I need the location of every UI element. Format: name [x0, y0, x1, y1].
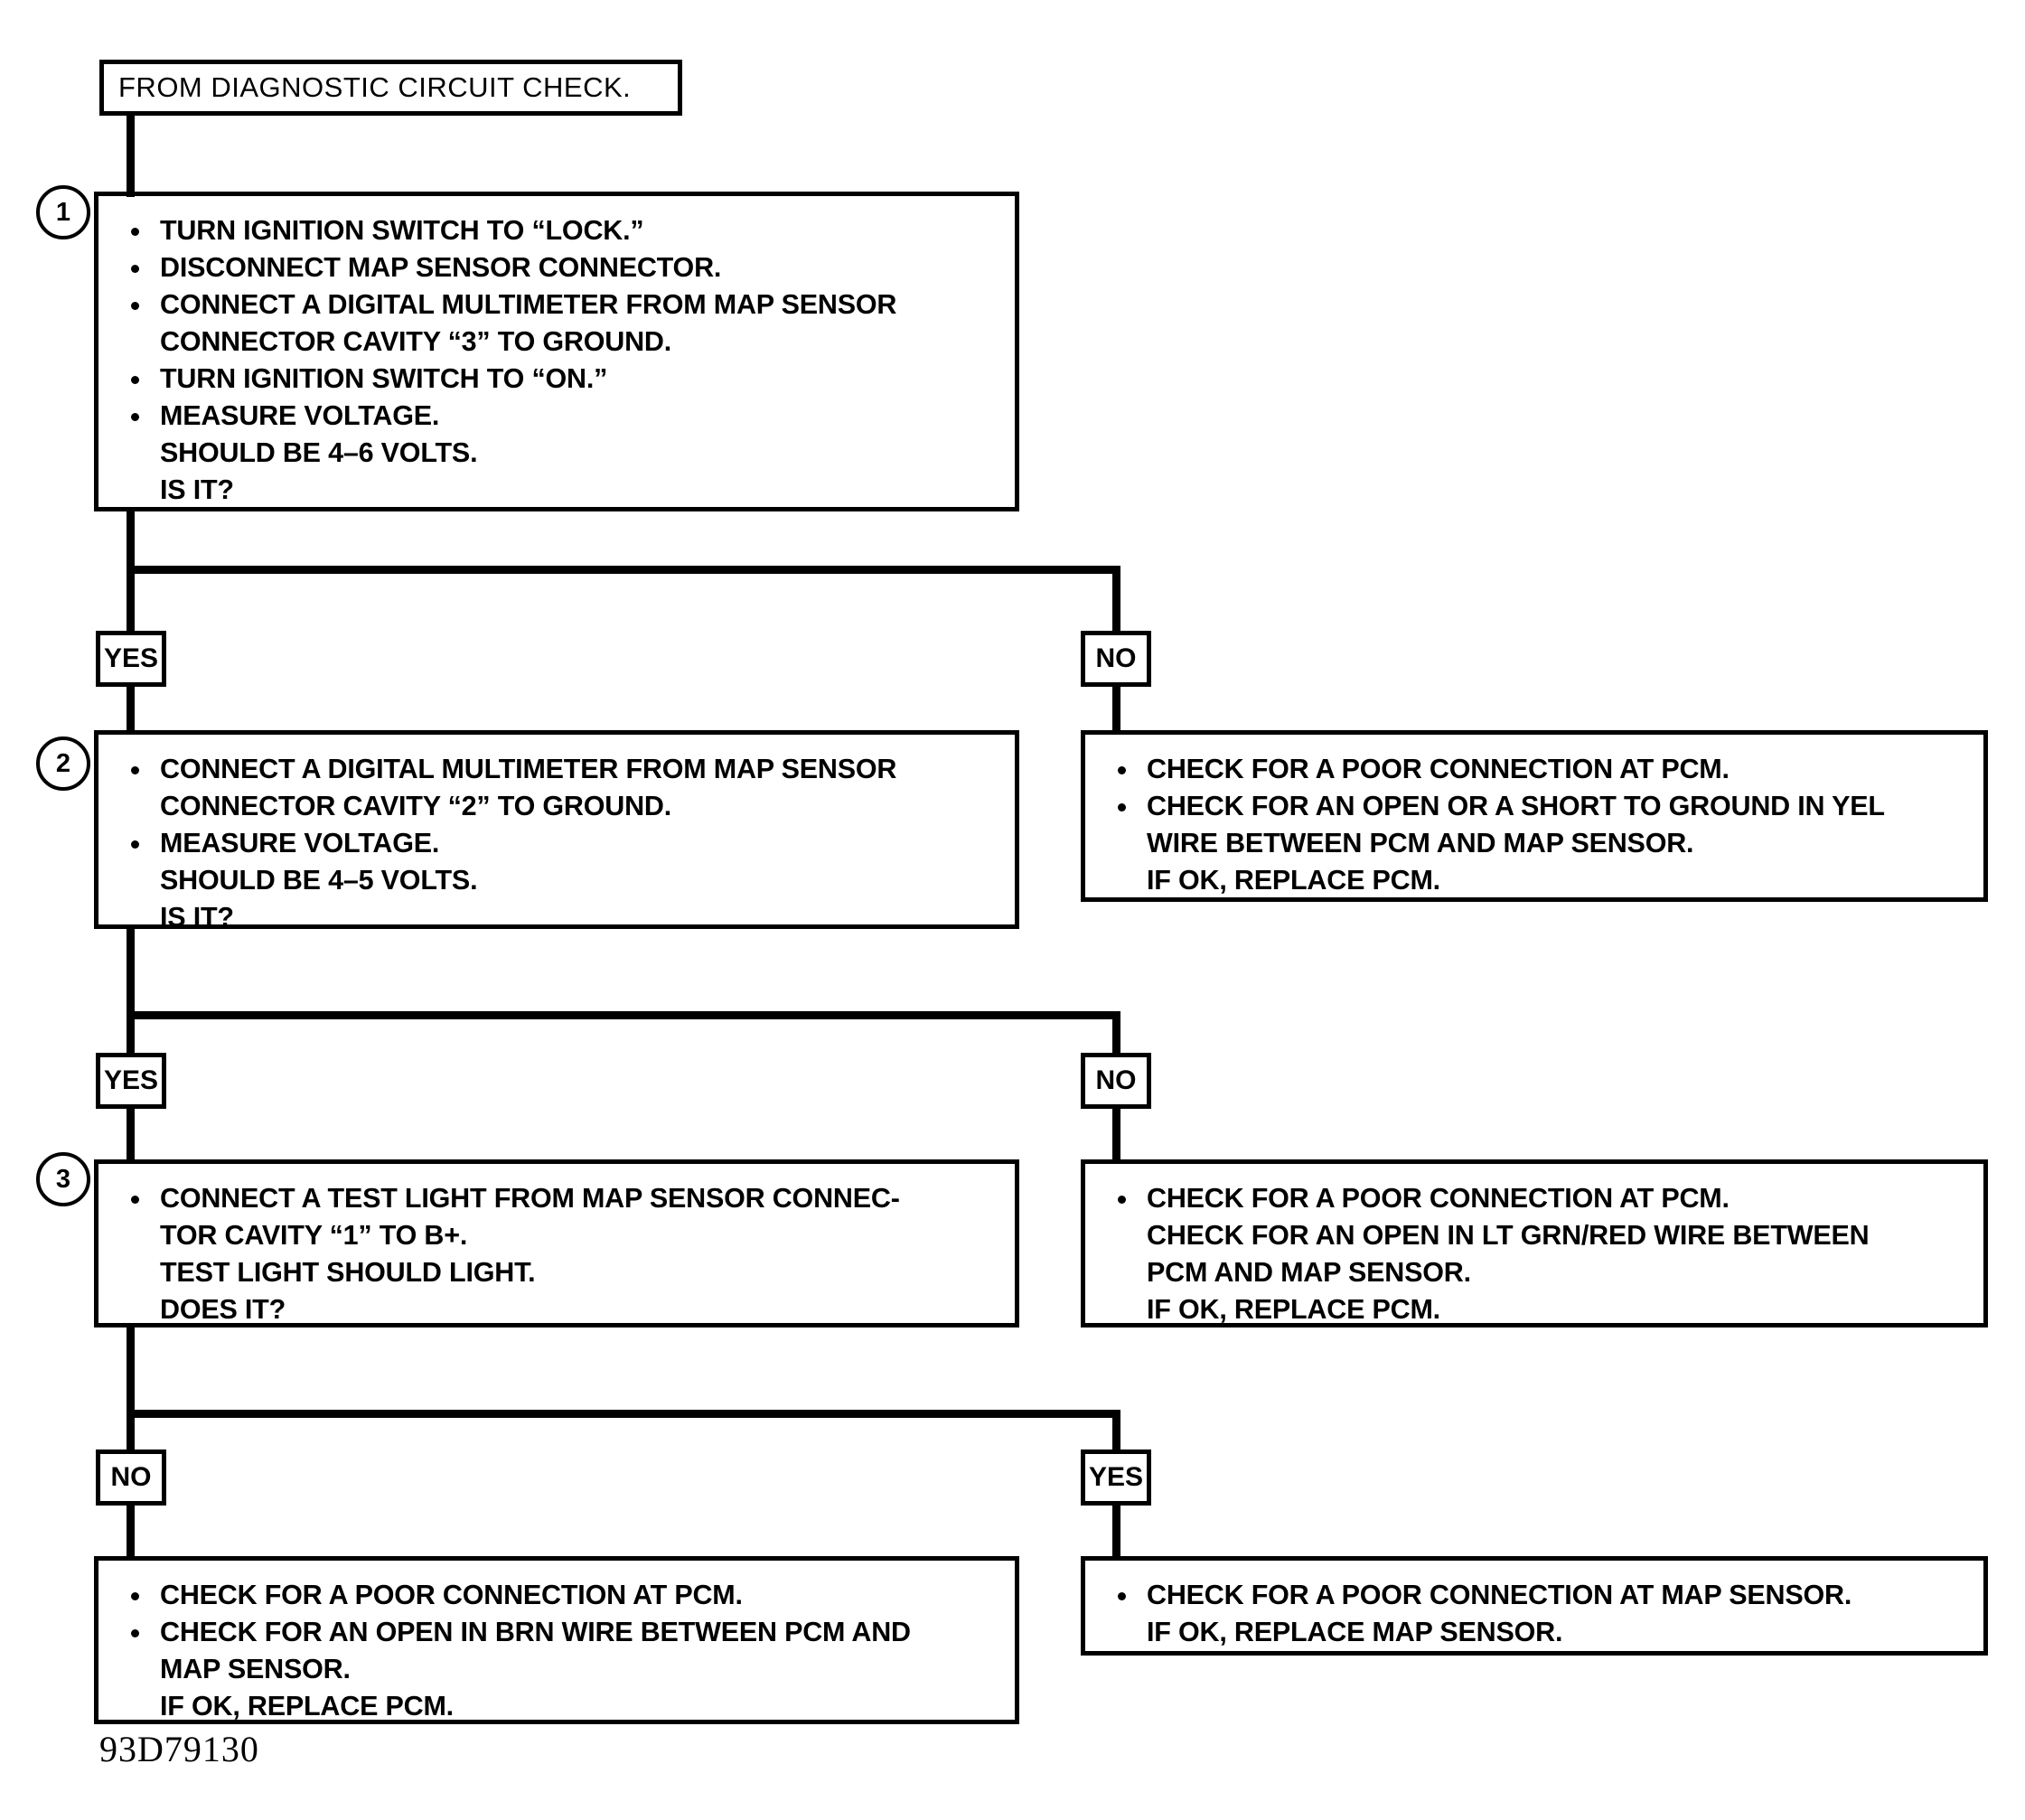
- text-line: TEST LIGHT SHOULD LIGHT.: [160, 1257, 536, 1288]
- step-3-box: CONNECT A TEST LIGHT FROM MAP SENSOR CON…: [94, 1159, 1019, 1327]
- connector-step2-no-down: [1112, 1011, 1120, 1080]
- branch-label-step2-yes-text: YES: [103, 1065, 159, 1095]
- connector-step3-yes-down: [1112, 1410, 1120, 1478]
- text-line: CONNECT A TEST LIGHT FROM MAP SENSOR CON…: [118, 1180, 1000, 1217]
- final-no-result-box: CHECK FOR A POOR CONNECTION AT PCM.CHECK…: [94, 1556, 1019, 1724]
- text-line: CONNECT A DIGITAL MULTIMETER FROM MAP SE…: [118, 286, 1000, 324]
- final-yes-result-box: CHECK FOR A POOR CONNECTION AT MAP SENSO…: [1081, 1556, 1988, 1656]
- text-line: IS IT?: [160, 474, 234, 505]
- step-3-lines: CONNECT A TEST LIGHT FROM MAP SENSOR CON…: [118, 1180, 1000, 1328]
- branch-label-step3-no: NO: [96, 1449, 166, 1506]
- connector-step3-yes-to-result: [1112, 1502, 1120, 1558]
- branch-label-step2-yes: YES: [96, 1053, 166, 1109]
- final-no-result-lines: CHECK FOR A POOR CONNECTION AT PCM.CHECK…: [118, 1577, 1000, 1725]
- text-line: WIRE BETWEEN PCM AND MAP SENSOR.: [1147, 828, 1694, 858]
- text-line: PCM AND MAP SENSOR.: [1147, 1257, 1471, 1288]
- step-3-no-result-box: CHECK FOR A POOR CONNECTION AT PCM.CHECK…: [1081, 1159, 1988, 1327]
- branch-label-step1-yes: YES: [96, 631, 166, 687]
- text-line: IF OK, REPLACE MAP SENSOR.: [1147, 1617, 1563, 1647]
- text-line: IF OK, REPLACE PCM.: [1147, 865, 1440, 896]
- header-label: FROM DIAGNOSTIC CIRCUIT CHECK.: [118, 71, 632, 103]
- text-line: DISCONNECT MAP SENSOR CONNECTOR.: [118, 249, 1000, 286]
- connector-step2-yes-down: [127, 1011, 135, 1080]
- text-line: CHECK FOR AN OPEN IN LT GRN/RED WIRE BET…: [1147, 1220, 1870, 1251]
- connector-step1-split-horizontal: [127, 566, 1120, 574]
- step-2-no-result-lines: CHECK FOR A POOR CONNECTION AT PCM.CHECK…: [1105, 751, 1969, 899]
- step-marker-2-label: 2: [55, 748, 71, 778]
- step-2-lines: CONNECT A DIGITAL MULTIMETER FROM MAP SE…: [118, 751, 1000, 936]
- text-line: CONNECT A DIGITAL MULTIMETER FROM MAP SE…: [118, 751, 1000, 788]
- text-line: CHECK FOR A POOR CONNECTION AT MAP SENSO…: [1105, 1577, 1969, 1614]
- connector-step3-split-horizontal: [127, 1410, 1120, 1418]
- text-line: DOES IT?: [160, 1294, 286, 1325]
- connector-step2-yes-to-step3: [127, 1105, 135, 1161]
- figure-caption: 93D79130: [99, 1729, 259, 1769]
- text-line: MEASURE VOLTAGE.: [118, 825, 1000, 862]
- text-line: SHOULD BE 4–6 VOLTS.: [160, 437, 478, 468]
- branch-label-step3-yes-text: YES: [1088, 1462, 1144, 1492]
- step-marker-1: 1: [36, 185, 90, 239]
- step-marker-1-label: 1: [55, 197, 71, 227]
- connector-step1-yes-down: [127, 566, 135, 634]
- text-line: CHECK FOR A POOR CONNECTION AT PCM.: [1105, 1180, 1969, 1217]
- branch-label-step3-yes: YES: [1081, 1449, 1151, 1506]
- text-line: IS IT?: [160, 902, 234, 933]
- text-line: MAP SENSOR.: [160, 1654, 351, 1684]
- branch-label-step1-no-text: NO: [1095, 643, 1137, 673]
- text-line: SHOULD BE 4–5 VOLTS.: [160, 865, 478, 896]
- text-line: CONNECTOR CAVITY “2” TO GROUND.: [160, 791, 672, 821]
- branch-label-step1-no: NO: [1081, 631, 1151, 687]
- text-line: TOR CAVITY “1” TO B+.: [160, 1220, 468, 1251]
- connector-step3-no-down: [127, 1410, 135, 1478]
- text-line: IF OK, REPLACE PCM.: [1147, 1294, 1440, 1325]
- final-yes-result-lines: CHECK FOR A POOR CONNECTION AT MAP SENSO…: [1105, 1577, 1969, 1651]
- header-box: FROM DIAGNOSTIC CIRCUIT CHECK.: [99, 60, 682, 116]
- text-line: CHECK FOR A POOR CONNECTION AT PCM.: [1105, 751, 1969, 788]
- step-marker-2: 2: [36, 736, 90, 791]
- branch-label-step2-no: NO: [1081, 1053, 1151, 1109]
- connector-step3-no-to-result: [127, 1502, 135, 1558]
- step-3-no-result-lines: CHECK FOR A POOR CONNECTION AT PCM.CHECK…: [1105, 1180, 1969, 1328]
- step-2-no-result-box: CHECK FOR A POOR CONNECTION AT PCM.CHECK…: [1081, 730, 1988, 902]
- connector-step2-no-to-result: [1112, 1105, 1120, 1161]
- text-line: IF OK, REPLACE PCM.: [160, 1691, 454, 1721]
- text-line: CONNECTOR CAVITY “3” TO GROUND.: [160, 326, 672, 357]
- step-1-box: TURN IGNITION SWITCH TO “LOCK.”DISCONNEC…: [94, 192, 1019, 511]
- connector-step2-down: [127, 929, 135, 1019]
- text-line: TURN IGNITION SWITCH TO “ON.”: [118, 361, 1000, 398]
- connector-step1-no-to-result: [1112, 683, 1120, 734]
- step-marker-3: 3: [36, 1152, 90, 1206]
- step-marker-3-label: 3: [55, 1164, 71, 1194]
- text-line: CHECK FOR AN OPEN OR A SHORT TO GROUND I…: [1105, 788, 1969, 825]
- text-line: MEASURE VOLTAGE.: [118, 398, 1000, 435]
- branch-label-step3-no-text: NO: [110, 1462, 152, 1492]
- step-2-box: CONNECT A DIGITAL MULTIMETER FROM MAP SE…: [94, 730, 1019, 933]
- text-line: TURN IGNITION SWITCH TO “LOCK.”: [118, 212, 1000, 249]
- branch-label-step1-yes-text: YES: [103, 643, 159, 673]
- text-line: CHECK FOR A POOR CONNECTION AT PCM.: [118, 1577, 1000, 1614]
- connector-header-to-step1: [127, 116, 135, 197]
- connector-step1-down: [127, 511, 135, 571]
- step-1-lines: TURN IGNITION SWITCH TO “LOCK.”DISCONNEC…: [118, 212, 1000, 509]
- connector-step1-no-down: [1112, 566, 1120, 634]
- connector-step2-split-horizontal: [127, 1011, 1120, 1019]
- connector-step3-down: [127, 1327, 135, 1418]
- branch-label-step2-no-text: NO: [1095, 1065, 1137, 1095]
- connector-step1-yes-to-step2: [127, 683, 135, 734]
- text-line: CHECK FOR AN OPEN IN BRN WIRE BETWEEN PC…: [118, 1614, 1000, 1651]
